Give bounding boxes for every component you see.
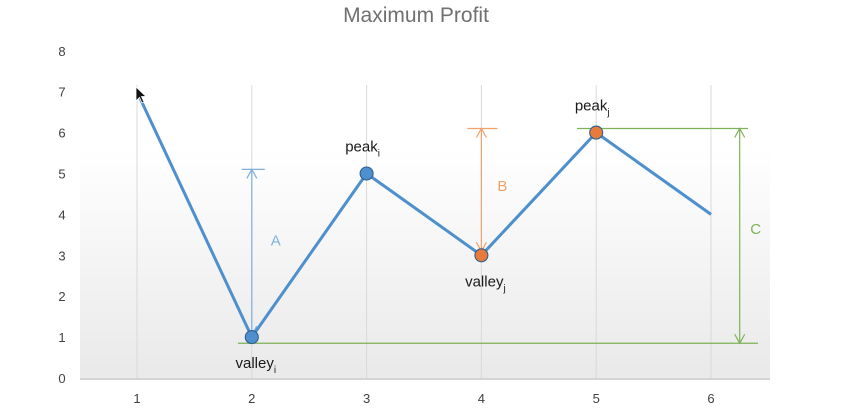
plot-background [80,150,770,380]
x-tick-label: 6 [707,391,714,406]
data-point-marker [359,166,374,181]
chart-title: Maximum Profit [343,4,489,27]
arrowhead [475,127,487,138]
y-tick-label: 1 [58,330,65,345]
measure-b-label: B [497,178,507,195]
x-tick-label: 3 [363,391,370,406]
point-label-subscript: j [502,283,505,294]
y-tick-label: 7 [58,85,65,100]
data-point-marker [589,125,604,140]
x-tick-label: 4 [478,391,485,406]
measure-c: C [238,127,761,345]
arrowhead [734,127,746,138]
y-tick-label: 4 [58,207,65,222]
y-tick-label: 5 [58,167,65,182]
point-label-text: valley [236,355,275,372]
mouse-cursor-icon [135,86,148,104]
y-tick-label: 0 [58,371,65,386]
arrowhead [734,333,746,345]
x-tick-label: 1 [133,391,140,406]
data-point-marker [474,248,489,263]
y-tick-label: 3 [58,248,65,263]
measure-c-label: C [750,221,761,238]
point-label-subscript: i [274,365,276,376]
y-tick-label: 6 [58,126,65,141]
point-label-subscript: i [378,149,380,160]
x-tick-label: 2 [248,391,255,406]
point-label-text: peak [575,98,608,115]
point-label: peakj [575,98,610,119]
point-label: valleyj [465,273,506,294]
y-tick-label: 8 [58,44,65,59]
point-label: valleyi [236,355,277,376]
measure-b: B [467,127,507,253]
point-label: peaki [345,139,380,160]
data-point-marker [244,330,259,345]
point-label-text: peak [345,139,378,156]
point-label-subscript: j [606,108,609,119]
series-line [135,91,712,339]
point-label-text: valley [465,273,504,290]
arrowhead [246,168,258,179]
measure-a-label: A [271,232,281,249]
x-tick-label: 5 [593,391,600,406]
y-tick-label: 2 [58,289,65,304]
